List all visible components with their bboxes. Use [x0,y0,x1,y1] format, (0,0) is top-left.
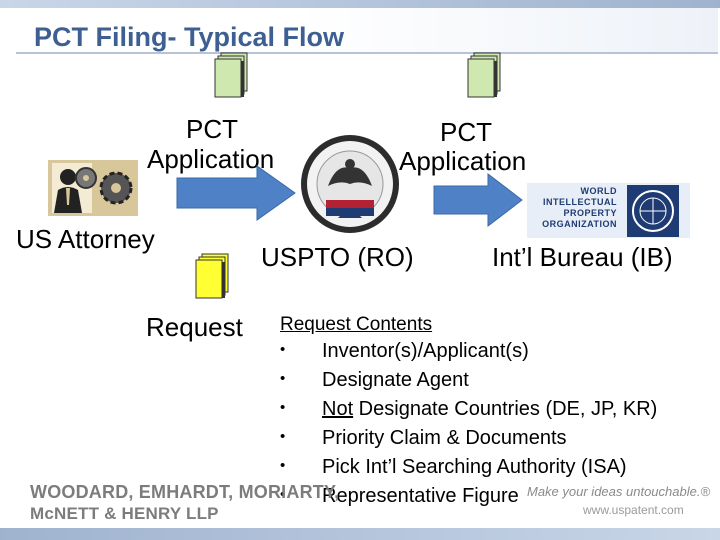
slide-title: PCT Filing- Typical Flow [34,22,344,52]
tagline: Make your ideas untouchable.® [527,484,711,499]
firm-name-line2: McNETT & HENRY LLP [30,504,219,523]
wipo-logo-line: ORGANIZATION [542,219,617,229]
list-item-text: Priority Claim & Documents [322,427,567,449]
list-item: • Representative Figure [280,485,519,514]
pct-label-2: PCT [440,117,492,147]
wipo-logo-line: PROPERTY [563,208,617,218]
list-item-text: Designate Agent [322,369,469,391]
website-text: www.uspatent.com [583,503,684,517]
request-label: Request [146,312,243,342]
bullet: • [280,486,286,503]
not-emphasis: Not [322,398,354,420]
wipo-logo: WORLD INTELLECTUAL PROPERTY ORGANIZATION [527,183,690,238]
not-item-rest: Designate Countries (DE, JP, KR) [353,398,658,420]
uspto-seal-icon [301,135,399,233]
uspto-label: USPTO (RO) [261,242,414,272]
firm-name-line1: WOODARD, EMHARDT, MORIARTY, [30,482,340,502]
request-document-icon [195,253,229,299]
attorney-gears-icon [48,160,138,216]
title-bar: PCT Filing- Typical Flow [16,8,718,54]
bottom-bar [0,528,720,540]
request-contents-heading: Request Contents [280,314,433,335]
us-attorney-label: US Attorney [16,224,155,254]
bullet: • [280,457,286,474]
wipo-logo-line: WORLD [580,186,617,196]
document-stack-icon [467,52,501,98]
application-label-1: Application [147,144,275,174]
bullet: • [280,428,286,445]
pct-label-1: PCT [186,114,238,144]
list-item-text: Inventor(s)/Applicant(s) [322,340,529,362]
flow-arrow-icon [176,165,296,221]
list-item: • Inventor(s)/Applicant(s) [280,340,529,369]
international-bureau-label: Int’l Bureau (IB) [492,242,673,272]
flow-arrow-icon [433,172,523,228]
wipo-logo-line: INTELLECTUAL [543,197,617,207]
bullet: • [280,341,286,358]
list-item-text: Pick Int’l Searching Authority (ISA) [322,456,627,478]
request-contents-list: Request Contents • Inventor(s)/Applicant… [280,314,657,514]
firm-logo: WOODARD, EMHARDT, MORIARTY, McNETT & HEN… [30,482,339,524]
list-item: • Designate Agent [280,369,469,398]
application-label-2: Application [399,146,527,176]
bullet: • [280,370,286,387]
list-item: • Priority Claim & Documents [280,427,567,456]
list-item: • Not Designate Countries (DE, JP, KR) [280,398,657,427]
list-item: • Pick Int’l Searching Authority (ISA) [280,456,627,485]
list-item-text: Not Designate Countries (DE, JP, KR) [322,398,657,421]
document-stack-icon [214,52,248,98]
bullet: • [280,399,286,416]
list-item-text: Representative Figure [322,485,519,507]
top-bar [0,0,720,8]
wipo-emblem-icon [627,185,679,237]
